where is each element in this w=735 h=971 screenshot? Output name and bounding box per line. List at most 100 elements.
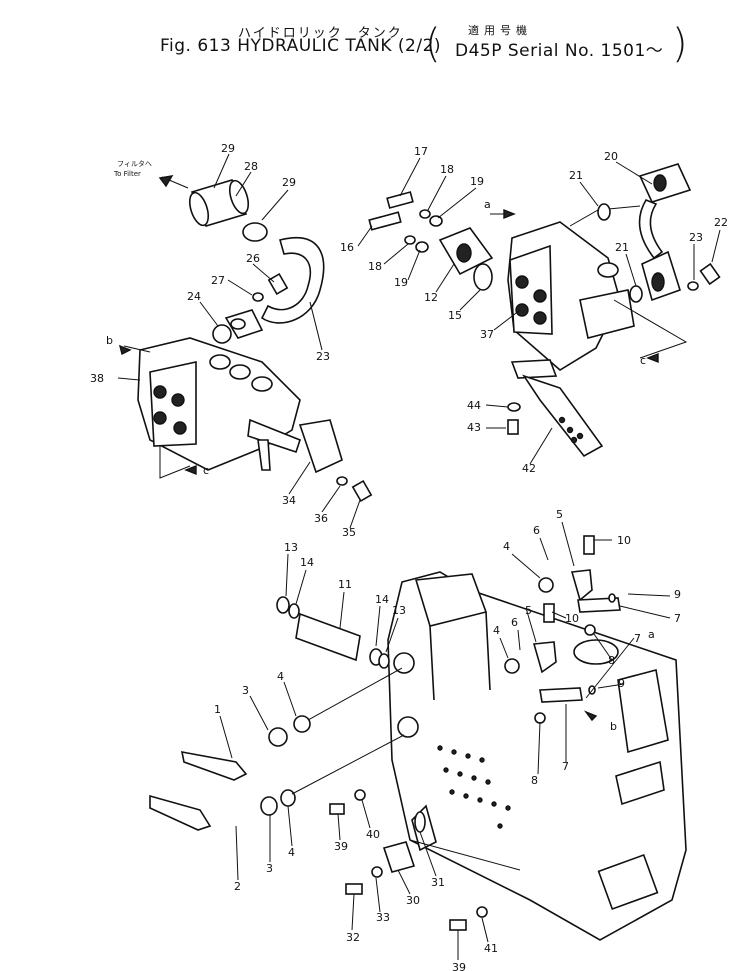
callout-42: 42: [522, 462, 536, 475]
callout-27: 27: [211, 274, 225, 287]
suction-pipe-part: [260, 237, 325, 324]
ref-letter-a-upper: a: [484, 198, 491, 211]
callout-30: 30: [406, 894, 420, 907]
hose-clamp-part: [188, 191, 210, 227]
figure-title-japanese: ハイドロリック タンク: [238, 26, 403, 41]
callout-7: 7: [674, 612, 681, 625]
callout-28: 28: [244, 160, 258, 173]
callout-23: 23: [689, 231, 703, 244]
to-filter-label: To Filter: [113, 170, 141, 178]
callout-4: 4: [503, 540, 510, 553]
callout-13: 13: [392, 604, 406, 617]
callout-16: 16: [340, 241, 354, 254]
serial-label-japanese: 適用号機: [468, 24, 532, 37]
left-fasteners: [252, 272, 373, 503]
callout-4: 4: [277, 670, 284, 683]
o-ring-part: [473, 263, 493, 291]
callout-19: 19: [394, 276, 408, 289]
callout-22: 22: [714, 216, 728, 229]
callout-9: 9: [618, 677, 625, 690]
callout-18: 18: [440, 163, 454, 176]
strainer-assembly: [507, 359, 604, 458]
lever-part: [570, 569, 593, 602]
ref-letter-c-left: c: [203, 464, 209, 477]
callout-1: 1: [214, 703, 221, 716]
leader-lines: [199, 153, 721, 960]
hose-clamp-part: [242, 222, 268, 242]
callout-14: 14: [375, 593, 389, 606]
reference-markers: b c a c a b: [106, 175, 659, 733]
bushing-part: [504, 658, 520, 674]
callout-13: 13: [284, 541, 298, 554]
callout-4: 4: [493, 624, 500, 637]
callout-34: 34: [282, 494, 296, 507]
callout-33: 33: [376, 911, 390, 924]
ref-letter-a-lower: a: [648, 628, 655, 641]
callout-6: 6: [511, 616, 518, 629]
callout-36: 36: [314, 512, 328, 525]
tube-part: [638, 199, 664, 260]
bushing-part: [538, 577, 554, 593]
callout-26: 26: [246, 252, 260, 265]
callout-43: 43: [467, 421, 481, 434]
callout-18: 18: [368, 260, 382, 273]
serial-bracket-right: ): [672, 21, 688, 67]
callout-32: 32: [346, 931, 360, 944]
callout-35: 35: [342, 526, 356, 539]
callout-5: 5: [556, 508, 563, 521]
figure-title: Fig. 613 HYDRAULIC TANK (2/2): [160, 36, 442, 56]
callout-38: 38: [90, 372, 104, 385]
lower-hardware: [329, 789, 488, 931]
callout-41: 41: [484, 942, 498, 955]
right-valve-assembly: [368, 163, 721, 371]
serial-bracket-left: (: [425, 21, 441, 67]
callout-3: 3: [266, 862, 273, 875]
callout-11: 11: [338, 578, 352, 591]
callout-44: 44: [467, 399, 481, 412]
callout-7: 7: [634, 632, 641, 645]
callout-2: 2: [234, 880, 241, 893]
callout-14: 14: [300, 556, 314, 569]
part-callouts: 29 28 29 26 27 24 23 38 34 36 35 17 18 1…: [90, 142, 728, 971]
callout-9: 9: [674, 588, 681, 601]
filter-hose-group: [161, 176, 325, 324]
callout-29: 29: [282, 176, 296, 189]
left-valve-body: [117, 309, 343, 479]
serial-range: D45P Serial No. 1501～: [455, 41, 664, 61]
tank-baffle-holes: [437, 745, 511, 829]
callout-3: 3: [242, 684, 249, 697]
callout-21: 21: [569, 169, 583, 182]
callout-4: 4: [288, 846, 295, 859]
ref-letter-b-upper: b: [106, 334, 113, 347]
shaft-part: [295, 612, 361, 662]
callout-20: 20: [604, 150, 618, 163]
callout-6: 6: [533, 524, 540, 537]
callout-37: 37: [480, 328, 494, 341]
callout-25: 24: [187, 290, 201, 303]
lever-arm-part: [180, 750, 248, 781]
callout-39: 39: [452, 961, 466, 971]
callout-31: 31: [431, 876, 445, 889]
lever-arm-part: [149, 794, 212, 831]
to-filter-japanese: フィルタへ: [117, 159, 152, 168]
callout-29: 29: [221, 142, 235, 155]
callout-24: 23: [316, 350, 330, 363]
callout-10: 10: [565, 612, 579, 625]
callout-7: 7: [562, 760, 569, 773]
callout-5: 5: [525, 604, 532, 617]
callout-12: 12: [424, 291, 438, 304]
callout-10: 10: [617, 534, 631, 547]
callout-8: 8: [608, 654, 615, 667]
callout-17: 17: [414, 145, 428, 158]
callout-8: 8: [531, 774, 538, 787]
callout-19: 19: [470, 175, 484, 188]
cover-plate-part: [298, 419, 343, 474]
ref-letter-c-right: c: [640, 354, 646, 367]
hydraulic-tank-body: [387, 571, 687, 941]
o-ring-part: [414, 811, 426, 833]
to-filter-note: フィルタへ To Filter: [113, 159, 152, 178]
cover-part: [382, 841, 416, 873]
o-ring-part: [212, 324, 232, 344]
callout-39: 39: [334, 840, 348, 853]
